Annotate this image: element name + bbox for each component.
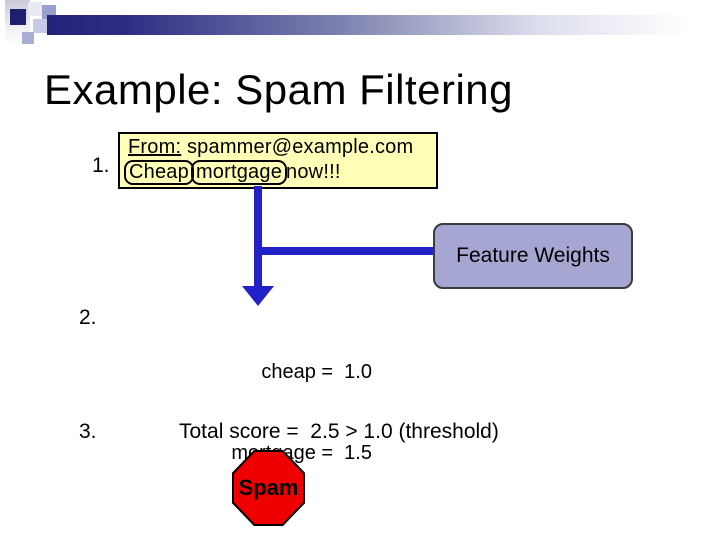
theme-square-lavender (22, 32, 34, 44)
feature-weights-label: Feature Weights (456, 244, 610, 267)
weight-line-cheap: cheap = 1.0 (261, 361, 372, 383)
list-number-1: 1. (92, 154, 110, 177)
feature-weights-box: Feature Weights (433, 223, 633, 289)
flow-arrow-head-icon (242, 286, 274, 306)
email-from-value: spammer@example.com (181, 136, 414, 158)
email-body-rest: now!!! (286, 161, 341, 183)
total-score-text: Total score = 2.5 > 1.0 (threshold) (179, 420, 499, 443)
flow-arrow-shaft (254, 186, 262, 287)
list-number-3: 3. (79, 420, 97, 443)
stop-sign-face: Spam (234, 452, 303, 524)
email-from-line: From: spammer@example.com (128, 135, 436, 160)
feature-weights-connector-line (262, 247, 434, 255)
list-number-2: 2. (79, 306, 97, 329)
theme-square-dark (10, 9, 26, 25)
stop-sign-icon: Spam (232, 450, 305, 526)
spam-verdict-label: Spam (238, 475, 299, 500)
slide-title: Example: Spam Filtering (44, 66, 514, 113)
feature-word-mortgage: mortgage (190, 160, 288, 185)
theme-square-pale (33, 19, 47, 33)
theme-square-light (28, 2, 42, 16)
theme-gradient-bar (47, 15, 702, 35)
email-from-label: From: (128, 136, 182, 158)
feature-word-cheap: Cheap (124, 160, 194, 185)
